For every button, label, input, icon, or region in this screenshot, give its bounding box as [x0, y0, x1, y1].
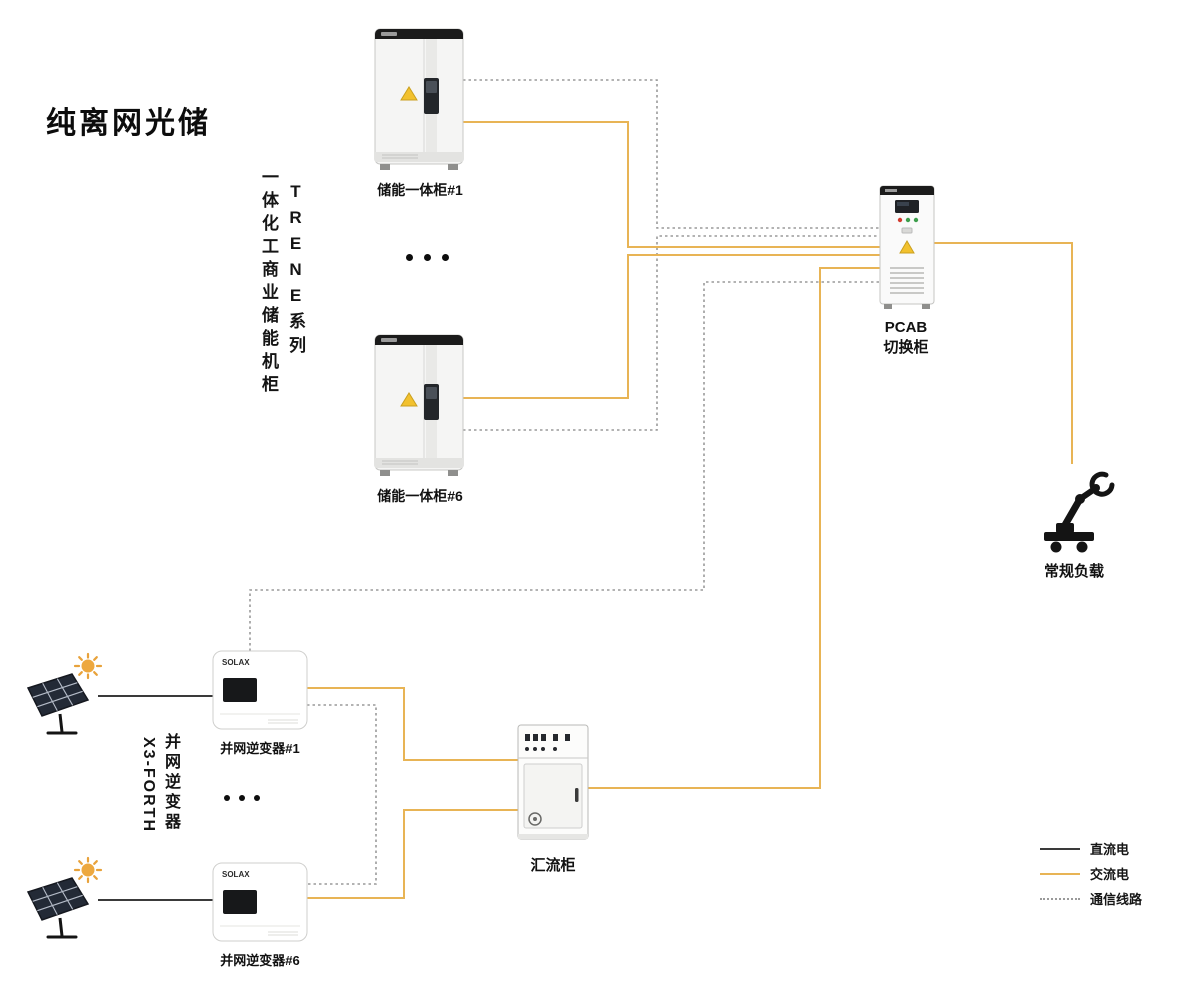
legend: 直流电 交流电 通信线路 — [1040, 836, 1142, 911]
pcab-led-green — [905, 217, 911, 223]
wire-ac-pcab-load — [934, 242, 1073, 464]
warning-triangle-icon — [400, 392, 418, 407]
storage-cabinet-1 — [368, 26, 470, 181]
ac-line-sample-icon — [1040, 872, 1080, 875]
legend-row-dc: 直流电 — [1040, 836, 1142, 861]
inverter-6: SOLAX — [210, 860, 310, 953]
pcab-led-green-2 — [913, 217, 919, 223]
combiner-door — [523, 763, 583, 829]
dc-line-sample-icon — [1040, 847, 1080, 850]
inverter-1: SOLAX — [210, 648, 310, 741]
pcab-top-band — [880, 186, 934, 195]
load-label: 常规负载 — [1043, 563, 1104, 580]
inverter-1-label: 并网逆变器#1 — [220, 741, 300, 756]
legend-label-dc: 直流电 — [1090, 842, 1130, 857]
cabinet-logo — [381, 338, 397, 342]
wire-ac-inverter1-combiner — [307, 687, 518, 761]
combiner-breakers — [525, 734, 570, 741]
wire-ac-cabinet1-pcab — [463, 121, 880, 248]
ellipsis-cabinets-icon — [406, 254, 449, 261]
pcab-display — [895, 200, 919, 213]
wire-comm-inverter1-inverter6 — [307, 704, 377, 885]
inverter-group-label-cn: 并网逆变器 — [162, 733, 179, 833]
wire-comm-cabinet6-pcab — [463, 235, 880, 431]
cabinet-logo — [381, 32, 397, 36]
wire-ac-combiner-pcab — [588, 267, 880, 789]
pcab-cabinet — [878, 184, 936, 317]
storage-group-label-series: TRENE系列 — [286, 182, 305, 360]
storage-cabinet-6 — [368, 332, 470, 487]
wire-ac-cabinet6-pcab — [463, 254, 880, 399]
warning-triangle-icon — [400, 86, 418, 101]
storage-cabinet-1-label: 储能一体柜#1 — [377, 182, 463, 198]
pcab-label: PCAB 切换柜 — [866, 318, 946, 357]
load-robot-arm-icon — [1030, 466, 1116, 563]
inverter-brand-mark: SOLAX — [222, 658, 250, 667]
solar-panel-icon-2 — [18, 856, 110, 949]
combiner-badge — [528, 812, 542, 826]
solar-panel-icon-1 — [18, 652, 110, 745]
wire-comm-inverters-pcab — [249, 281, 880, 651]
wire-comm-cabinet1-pcab — [463, 79, 880, 229]
storage-group-label: 一体化工商业储能机柜 TRENE系列 — [259, 168, 305, 398]
inverter-group-label: X3-FORTH 并网逆变器 — [140, 733, 179, 833]
cabinet-top-band — [375, 335, 463, 345]
storage-group-label-cn: 一体化工商业储能机柜 — [259, 168, 278, 398]
inverter-display — [223, 890, 257, 914]
sun-icon — [81, 659, 95, 673]
legend-label-ac: 交流电 — [1090, 867, 1130, 882]
pcab-label-line1: PCAB — [884, 319, 928, 336]
inverter-group-label-model: X3-FORTH — [140, 737, 157, 833]
inverter-brand-mark: SOLAX — [222, 870, 250, 879]
combiner-cabinet — [515, 722, 591, 851]
cabinet-top-band — [375, 29, 463, 39]
pcab-label-line2: 切换柜 — [883, 338, 929, 356]
page-title: 纯离网光储 — [46, 107, 211, 140]
combiner-handle — [575, 788, 579, 802]
inverter-6-label: 并网逆变器#6 — [220, 953, 300, 968]
combiner-label: 汇流柜 — [530, 857, 576, 874]
inverter-display — [223, 678, 257, 702]
legend-label-comm: 通信线路 — [1090, 892, 1143, 907]
ellipsis-inverters-icon — [224, 795, 260, 801]
comm-line-sample-icon — [1040, 897, 1080, 900]
pcab-logo — [885, 189, 897, 192]
wire-ac-inverter6-combiner — [307, 809, 518, 899]
storage-cabinet-6-label: 储能一体柜#6 — [377, 488, 463, 504]
legend-row-ac: 交流电 — [1040, 861, 1142, 886]
warning-triangle-icon — [899, 240, 915, 254]
pcab-led-red — [897, 217, 903, 223]
sun-icon — [81, 863, 95, 877]
legend-row-comm: 通信线路 — [1040, 886, 1142, 911]
